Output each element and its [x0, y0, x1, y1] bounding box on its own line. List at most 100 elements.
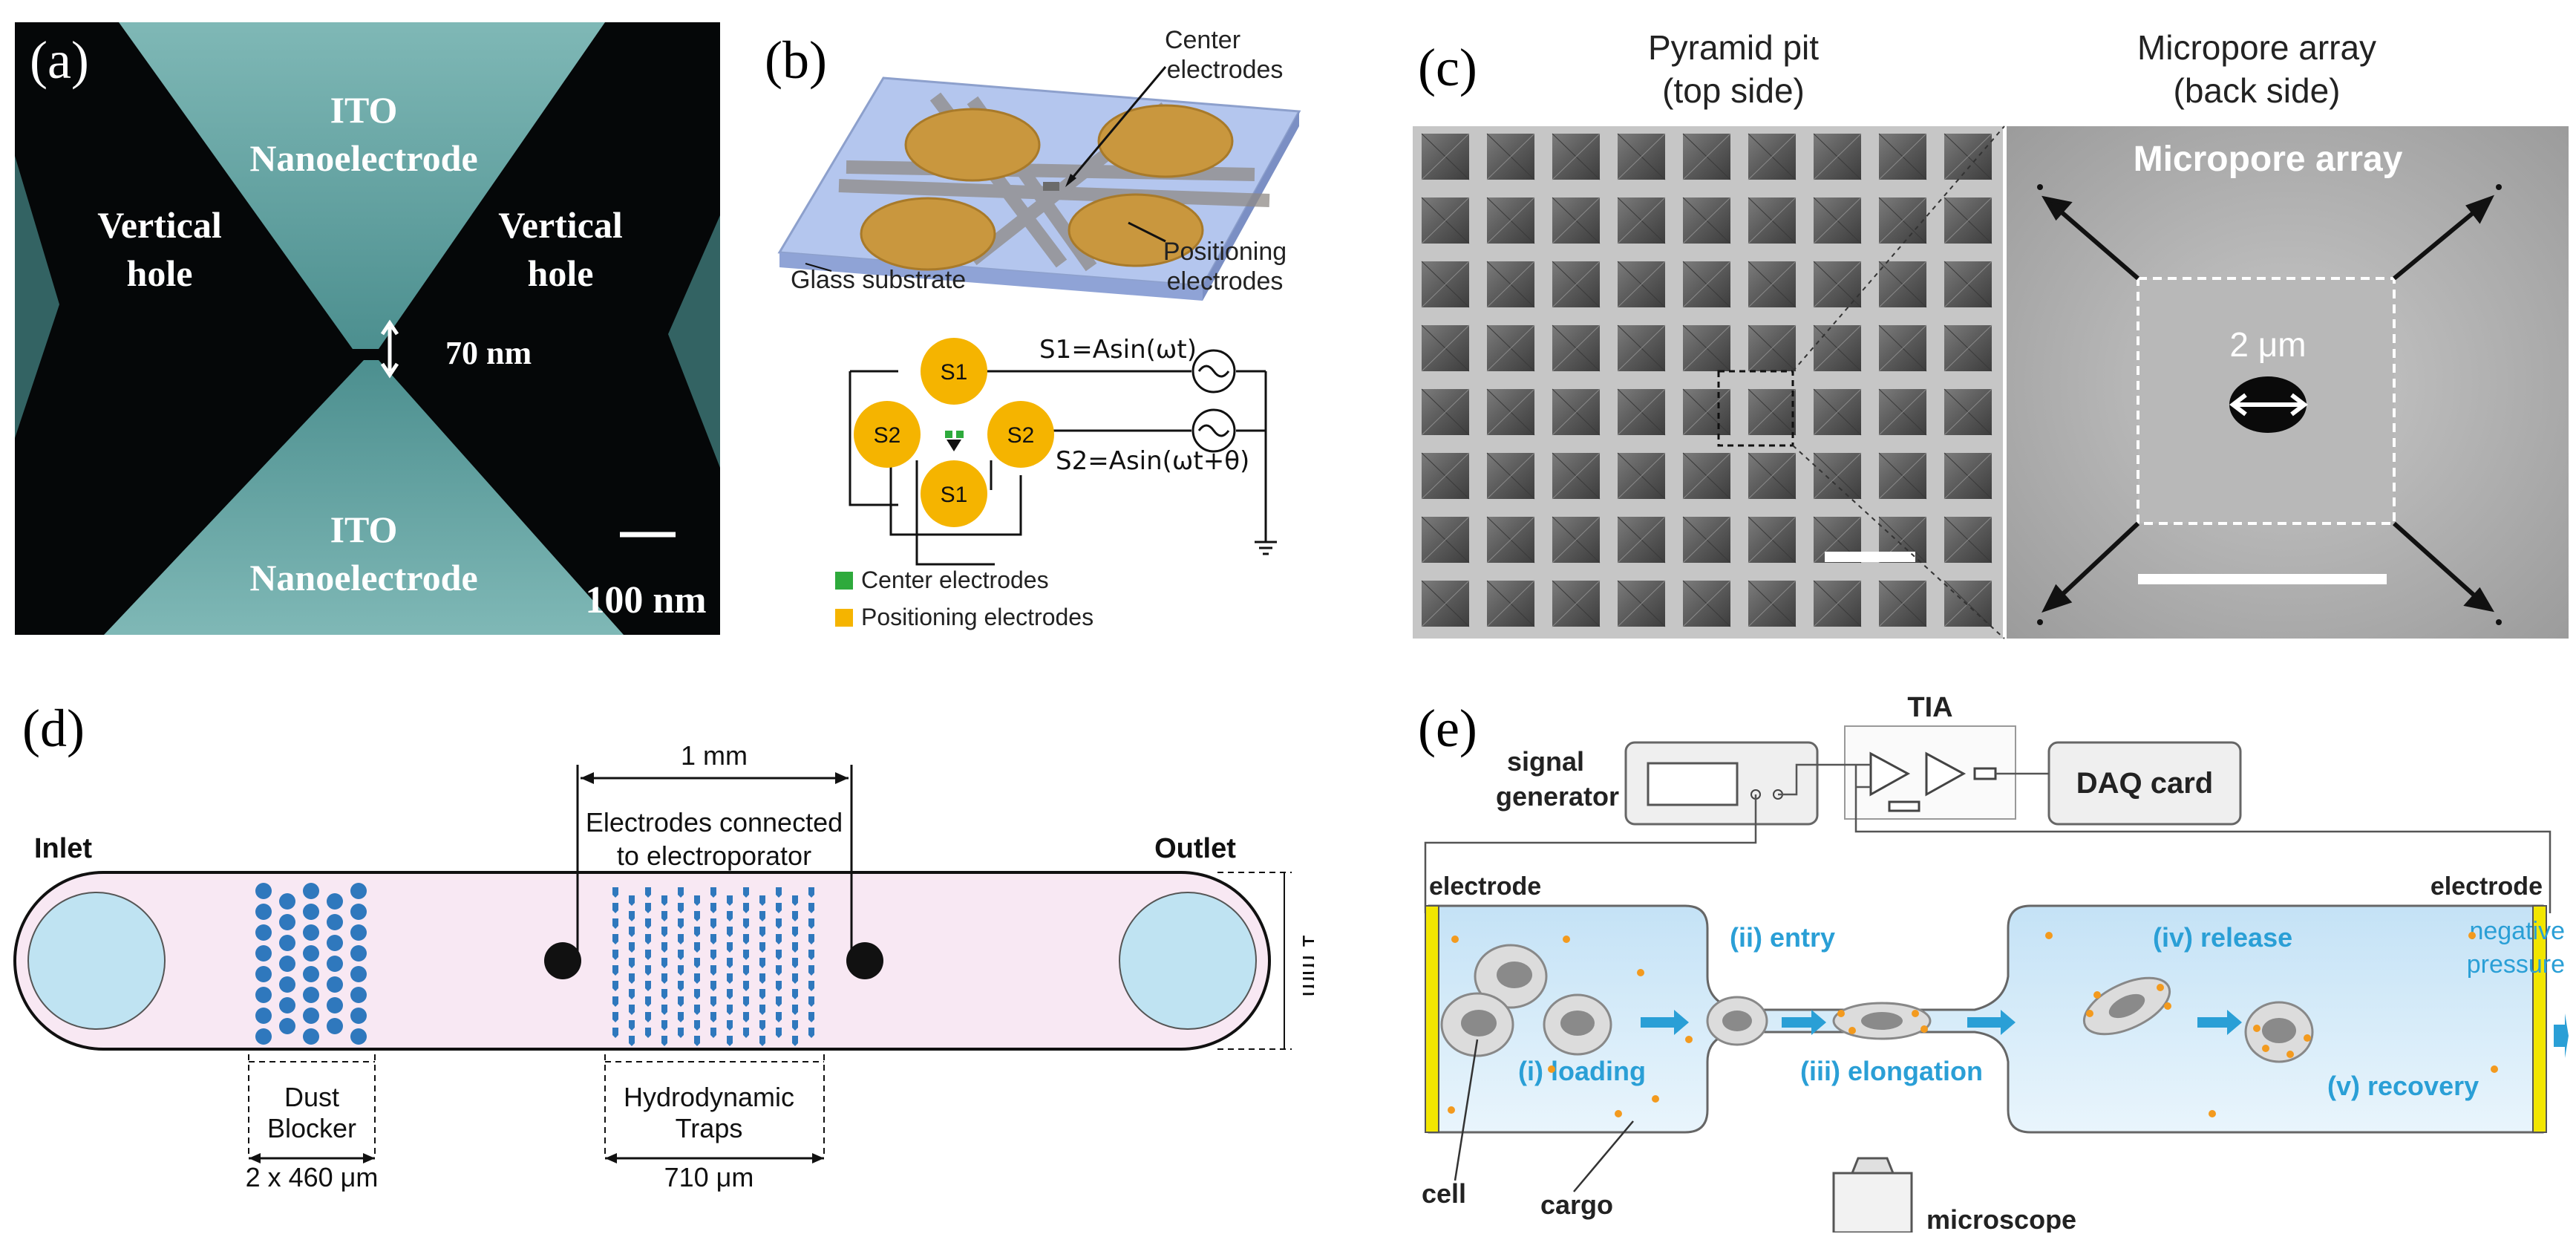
trap-element [678, 918, 684, 929]
pyramid-pit [1813, 197, 1862, 244]
trap-element [743, 950, 749, 960]
zoom-region-box [1717, 370, 1794, 447]
right-title-line2: (back side) [2174, 71, 2341, 110]
panel-b-label: (b) [765, 30, 827, 90]
dust-pillar [255, 883, 272, 899]
s1-top-label: S1 [941, 360, 968, 385]
trap-element [743, 934, 749, 944]
top-dim-arrow-left [581, 772, 594, 784]
pyramid-pit [1944, 261, 1993, 308]
trap-element [808, 1012, 814, 1022]
left-title-line1: Pyramid pit [1648, 28, 1819, 67]
panel-a-micrograph: ITO Nanoelectrode Vertical hole Vertical… [15, 22, 720, 635]
left-hole-line2: hole [127, 252, 193, 294]
pyramid-pit [1682, 580, 1731, 627]
positioning-callout-1: Positioning [1163, 238, 1287, 266]
trap-element [792, 942, 798, 953]
s1-bottom-label: S1 [941, 483, 968, 507]
gap-label: 70 nm [445, 335, 532, 371]
dust-pillar [279, 1018, 295, 1034]
cargo-particles [1448, 932, 2498, 1117]
trap-element [710, 903, 716, 913]
pyramid-pit [1486, 133, 1535, 180]
trap-element [792, 895, 798, 906]
dust-pillar [327, 956, 343, 972]
dust-pillar [350, 904, 367, 920]
pyramid-pit [1421, 324, 1470, 372]
dust-pillar [350, 1028, 367, 1045]
microfluidic-channel [13, 871, 1271, 1051]
center-electrodes-dot [1043, 182, 1059, 191]
trap-element [661, 895, 667, 906]
trap-element [776, 934, 782, 944]
pyramid-pit [1813, 133, 1862, 180]
bottom-nanoelectrode [104, 360, 624, 635]
dust-pillar [255, 924, 272, 941]
trap-element [629, 942, 635, 953]
trap-element [776, 903, 782, 913]
center-callout-line [1068, 66, 1167, 183]
trap-element [743, 1028, 749, 1038]
electrode-s2-left [854, 401, 921, 468]
dust-pillar [350, 945, 367, 962]
trap-element [743, 981, 749, 991]
trap-element [808, 1028, 814, 1038]
pyramid-pit [1486, 388, 1535, 436]
legend-center-swatch [835, 572, 853, 590]
dust-pillar [255, 987, 272, 1003]
trap-element [710, 981, 716, 991]
step-recovery: (v) recovery [2327, 1071, 2479, 1101]
pyramid-pit [1552, 324, 1601, 372]
trap-element [792, 973, 798, 984]
trap-element [808, 918, 814, 929]
pyramid-pit [1617, 452, 1666, 500]
dust-blocker-line1: Dust [284, 1082, 339, 1112]
trap-element [629, 1020, 635, 1031]
trap-element [612, 1012, 618, 1022]
outlet-port [1119, 892, 1257, 1030]
positioning-electrode-2 [1097, 104, 1234, 178]
pyramid-pit [1421, 580, 1470, 627]
dust-pillar [255, 1028, 272, 1045]
pyramid-pit [1878, 452, 1927, 500]
traps-line2: Traps [676, 1113, 743, 1143]
trap-element [792, 911, 798, 921]
trap-element [661, 1005, 667, 1015]
dust-pillar [279, 935, 295, 951]
trap-element [808, 903, 814, 913]
pyramid-pit-grid [1421, 133, 1993, 627]
top-electrode-line1: ITO [330, 89, 398, 131]
dust-pillar [303, 1028, 319, 1045]
pyramid-pit [1552, 261, 1601, 308]
dust-pillar [279, 956, 295, 972]
trap-element [645, 1028, 651, 1038]
pyramid-pit [1813, 261, 1862, 308]
pyramid-pit [1682, 516, 1731, 564]
center-electrodes-callout-1: Center [1165, 26, 1240, 54]
signal-generator-line1: signal [1507, 746, 1584, 777]
pyramid-pit [1617, 580, 1666, 627]
right-edge-feature [668, 215, 720, 468]
trap-element [710, 934, 716, 944]
legend-center-label: Center electrodes [861, 567, 1049, 593]
negative-pressure-line1: negative [2469, 917, 2565, 945]
positioning-electrode-4 [1068, 193, 1204, 267]
trap-element [792, 1020, 798, 1031]
panel-c: (c) Pyramid pit (top side) Micropore arr… [1396, 15, 2569, 642]
daq-card-box [2047, 741, 2242, 826]
positioning-callout-2: electrodes [1167, 267, 1284, 296]
right-title-line1: Micropore array [2137, 28, 2376, 67]
pore-dot-1 [2037, 184, 2043, 190]
cell-marker-icon [947, 440, 961, 451]
pyramid-pit [1486, 516, 1535, 564]
trap-element [678, 965, 684, 976]
dust-pillar [327, 997, 343, 1013]
dust-dim-arrow-left [249, 1153, 261, 1163]
panel-d: (d) 1 mm Electrodes connected to electro… [7, 683, 1314, 1233]
pyramid-pit [1486, 580, 1535, 627]
trap-element [645, 1012, 651, 1022]
trap-element [792, 927, 798, 937]
height-dimension-label: 1 mm [1297, 934, 1314, 997]
dust-pillar [350, 924, 367, 941]
trap-element [776, 965, 782, 976]
